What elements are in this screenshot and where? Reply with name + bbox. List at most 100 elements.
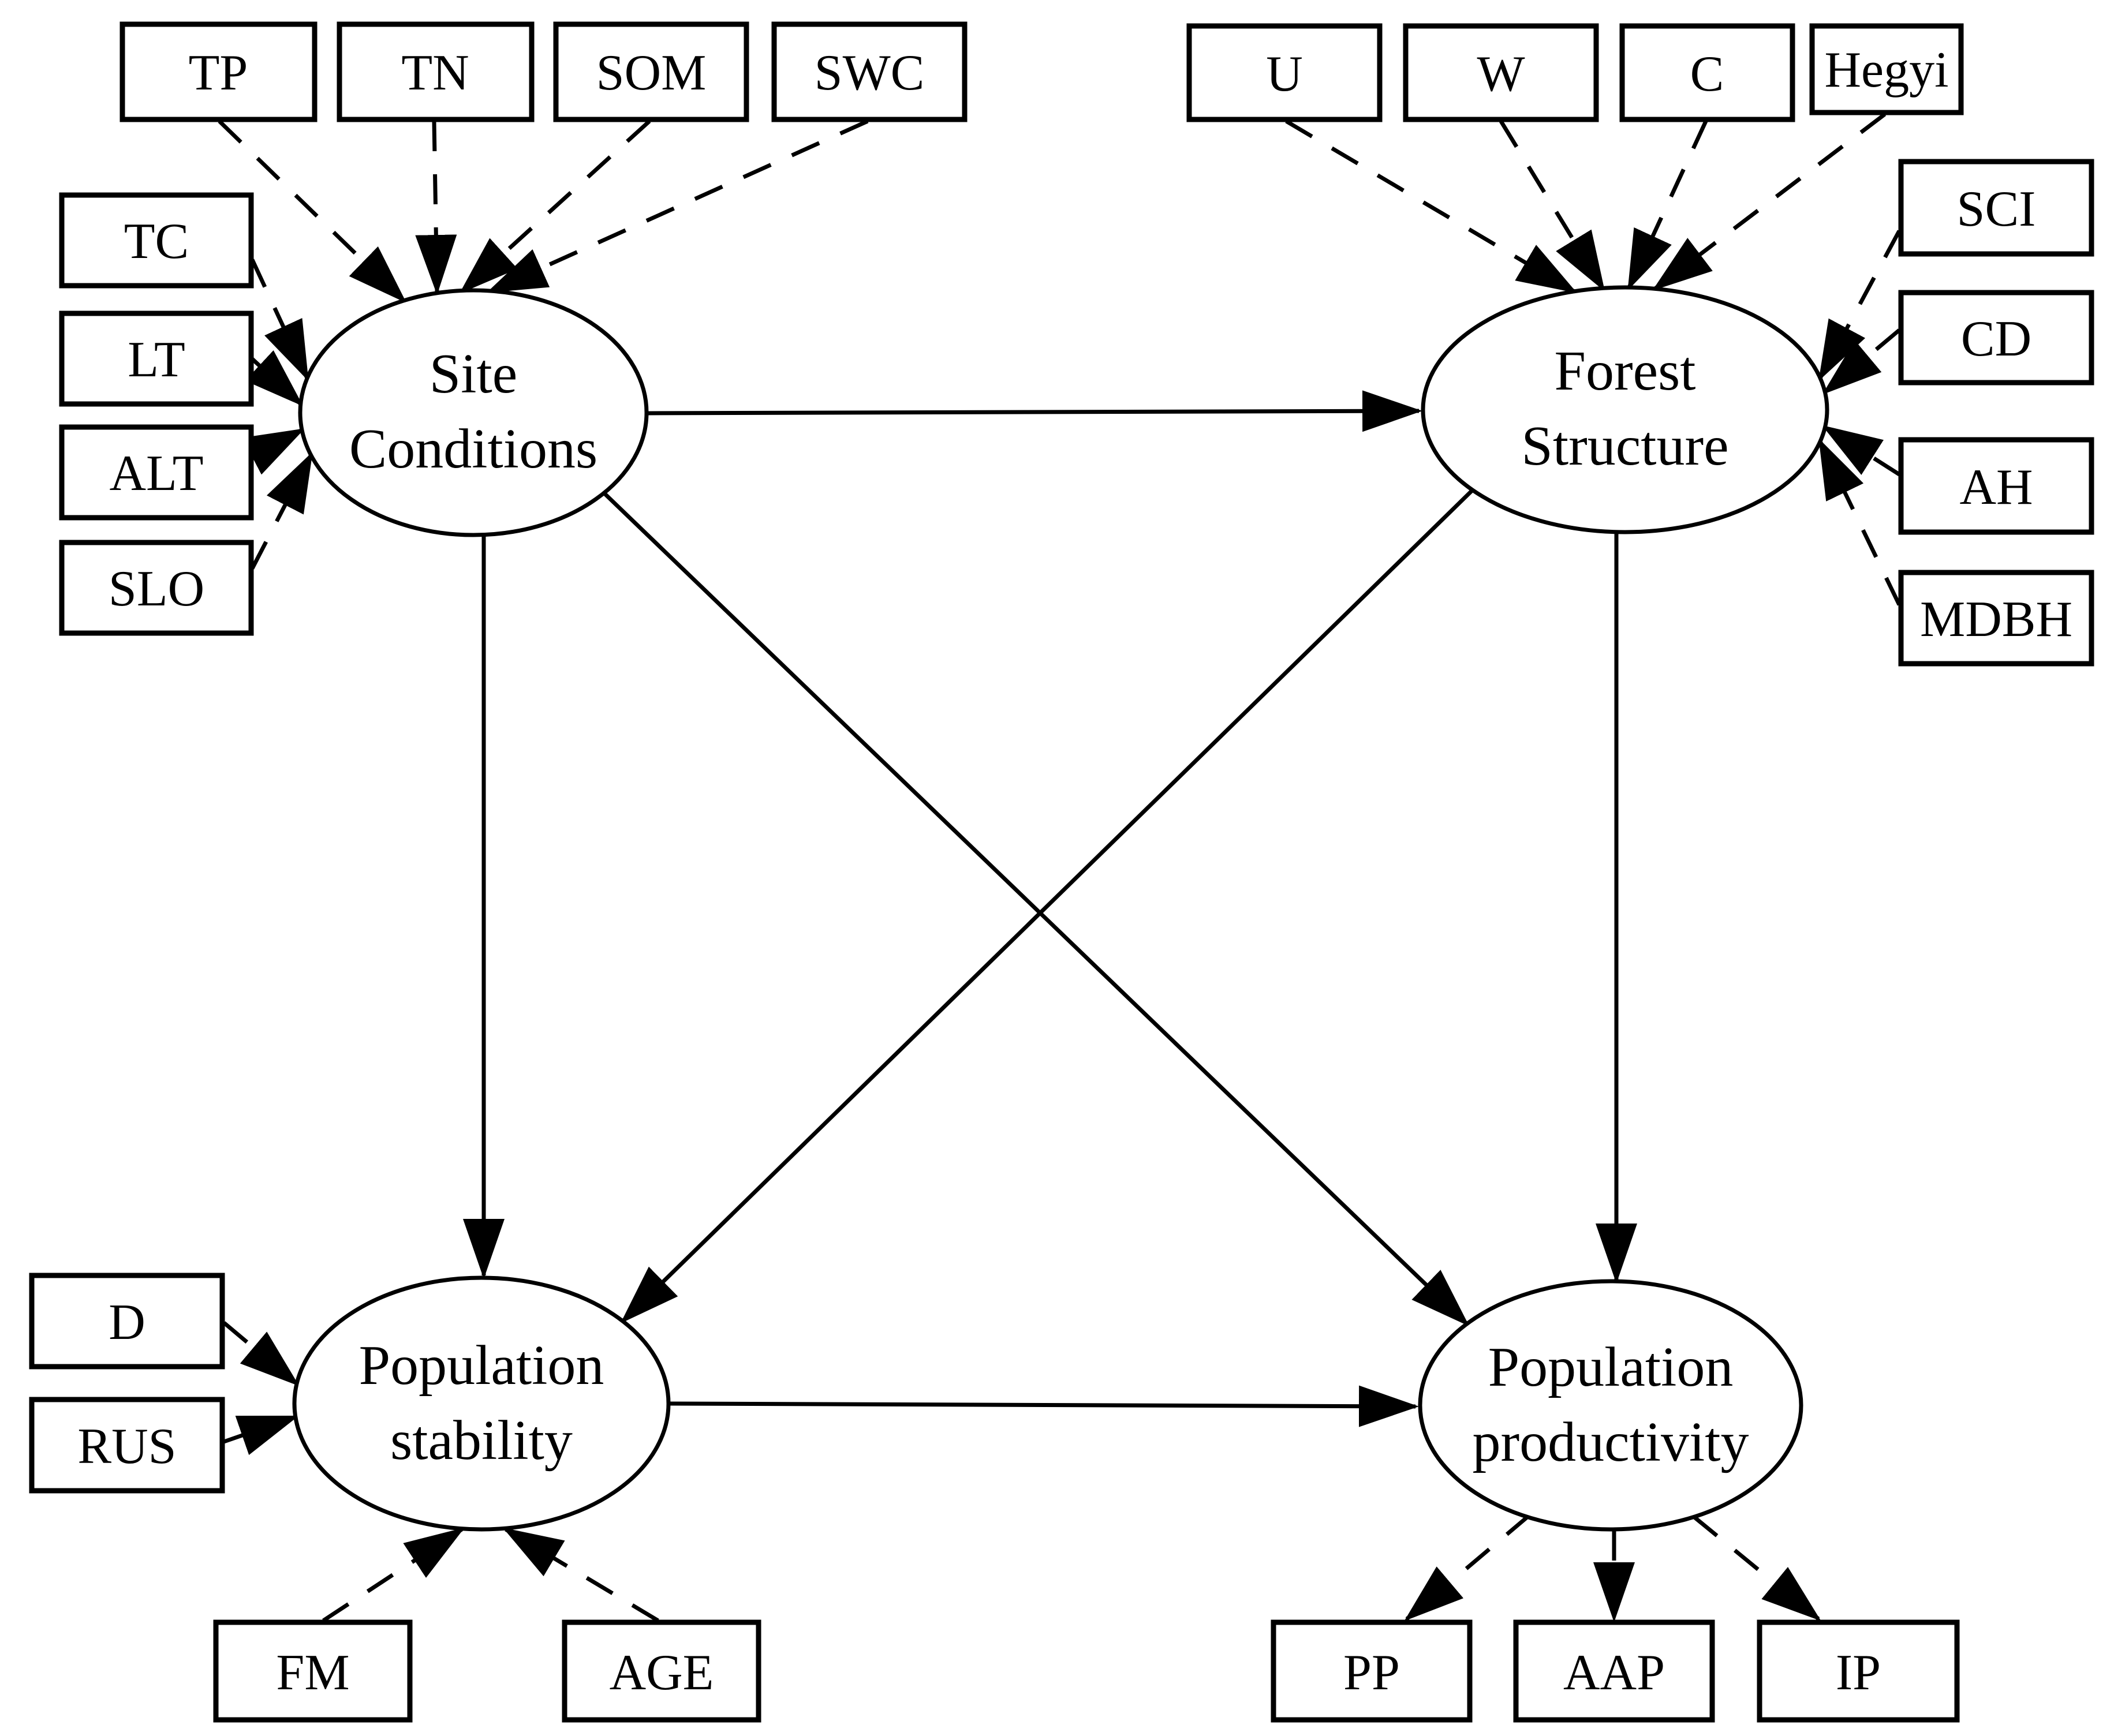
- d-label: D: [109, 1294, 145, 1350]
- loading-rus-stability: [223, 1415, 299, 1456]
- tc-label: TC: [124, 214, 189, 270]
- slo-box: [59, 540, 254, 636]
- loading-som-site: [459, 119, 651, 294]
- observed-sci: SCI: [1898, 159, 2094, 257]
- observed-aap: AAP: [1513, 1619, 1715, 1723]
- hegyi-label: Hegyi: [1824, 42, 1948, 98]
- loading-slo-site: [250, 451, 313, 570]
- latent-population-stability: Population stability: [292, 1275, 671, 1532]
- observed-ip: IP: [1757, 1619, 1960, 1723]
- w-label: W: [1477, 46, 1525, 102]
- rus-box: [29, 1397, 225, 1494]
- aap-box: [1513, 1619, 1715, 1723]
- observed-tc: TC: [59, 192, 254, 289]
- forest-structure-ellipse: [1421, 285, 1829, 534]
- rus-label: RUS: [77, 1419, 176, 1475]
- loading-sci-forest: [1818, 230, 1902, 381]
- loading-lt-site: [245, 350, 304, 407]
- loading-swc-site: [486, 119, 869, 294]
- sci-label: SCI: [1957, 181, 2036, 237]
- observed-pp: PP: [1271, 1619, 1473, 1723]
- loading-d-stability: [222, 1321, 300, 1386]
- observed-w: W: [1403, 23, 1599, 122]
- observed-mdbh: MDBH: [1898, 570, 2094, 667]
- observed-lt: LT: [59, 310, 254, 407]
- observed-cd: CD: [1898, 290, 2094, 386]
- loading-u-forest: [1285, 119, 1578, 294]
- pp-box: [1271, 1619, 1473, 1723]
- fm-box: [213, 1619, 413, 1723]
- latent-forest-structure: Forest Structure: [1421, 285, 1829, 534]
- ip-label: IP: [1836, 1645, 1881, 1701]
- population-productivity-label-line2: productivity: [1472, 1411, 1749, 1473]
- structural-arrows: [463, 390, 1637, 1427]
- lt-label: LT: [128, 332, 185, 388]
- population-productivity-ellipse: [1418, 1279, 1803, 1532]
- ah-label: AH: [1959, 459, 2033, 515]
- population-productivity-label-line1: Population: [1488, 1336, 1734, 1398]
- aap-label: AAP: [1563, 1645, 1665, 1701]
- swc-label: SWC: [815, 45, 925, 101]
- observed-ah: AH: [1898, 437, 2094, 535]
- u-label: U: [1266, 46, 1303, 102]
- som-box: [553, 21, 749, 122]
- ip-box: [1757, 1619, 1960, 1723]
- loading-tc-site: [250, 259, 309, 381]
- sci-box: [1898, 159, 2094, 257]
- cd-box: [1898, 290, 2094, 386]
- observed-d: D: [29, 1273, 225, 1370]
- population-stability-label-line2: stability: [390, 1409, 573, 1472]
- age-box: [562, 1619, 761, 1723]
- w-box: [1403, 23, 1599, 122]
- tp-label: TP: [189, 45, 248, 101]
- observed-age: AGE: [562, 1619, 761, 1723]
- observed-hegyi: Hegyi: [1809, 23, 1964, 115]
- u-box: [1186, 23, 1383, 122]
- d-box: [29, 1273, 225, 1370]
- alt-box: [59, 424, 254, 521]
- observed-alt: ALT: [59, 424, 254, 521]
- observed-tn: TN: [337, 21, 535, 122]
- observed-swc: SWC: [771, 21, 968, 122]
- observed-rus: RUS: [29, 1397, 225, 1494]
- loading-ah-forest: [1821, 425, 1900, 476]
- cd-label: CD: [1961, 311, 2031, 367]
- observed-u: U: [1186, 23, 1383, 122]
- arrow-site-to-productivity: [602, 491, 1470, 1327]
- observed-slo: SLO: [59, 540, 254, 636]
- fm-label: FM: [276, 1645, 349, 1701]
- pp-label: PP: [1343, 1645, 1400, 1701]
- tn-label: TN: [401, 45, 469, 101]
- ah-box: [1898, 437, 2094, 535]
- latent-population-productivity: Population productivity: [1418, 1279, 1803, 1532]
- observed-fm: FM: [213, 1619, 413, 1723]
- swc-box: [771, 21, 968, 122]
- site-conditions-label-line1: Site: [429, 343, 517, 405]
- arrow-site-to-forest: [647, 390, 1422, 432]
- indicator-arrows: [218, 113, 1902, 1623]
- loading-hegyi-forest: [1652, 113, 1887, 291]
- observed-c: C: [1619, 23, 1795, 122]
- c-box: [1619, 23, 1795, 122]
- population-stability-ellipse: [292, 1275, 671, 1532]
- loading-productivity-ip: [1692, 1515, 1821, 1621]
- tp-box: [119, 21, 318, 122]
- observed-som: SOM: [553, 21, 749, 122]
- loading-tp-site: [218, 119, 407, 304]
- mdbh-box: [1898, 570, 2094, 667]
- som-label: SOM: [596, 45, 707, 101]
- arrow-stability-to-productivity: [668, 1385, 1419, 1427]
- tn-box: [337, 21, 535, 122]
- observed-tp: TP: [119, 21, 318, 122]
- alt-label: ALT: [110, 446, 204, 502]
- loading-tn-site: [415, 121, 457, 295]
- forest-structure-label-line1: Forest: [1555, 340, 1696, 402]
- site-conditions-label-line2: Conditions: [349, 418, 597, 480]
- latent-site-conditions: Site Conditions: [298, 288, 649, 537]
- loading-alt-site: [242, 428, 305, 475]
- c-label: C: [1690, 46, 1724, 102]
- slo-label: SLO: [109, 561, 204, 617]
- mdbh-label: MDBH: [1920, 592, 2072, 648]
